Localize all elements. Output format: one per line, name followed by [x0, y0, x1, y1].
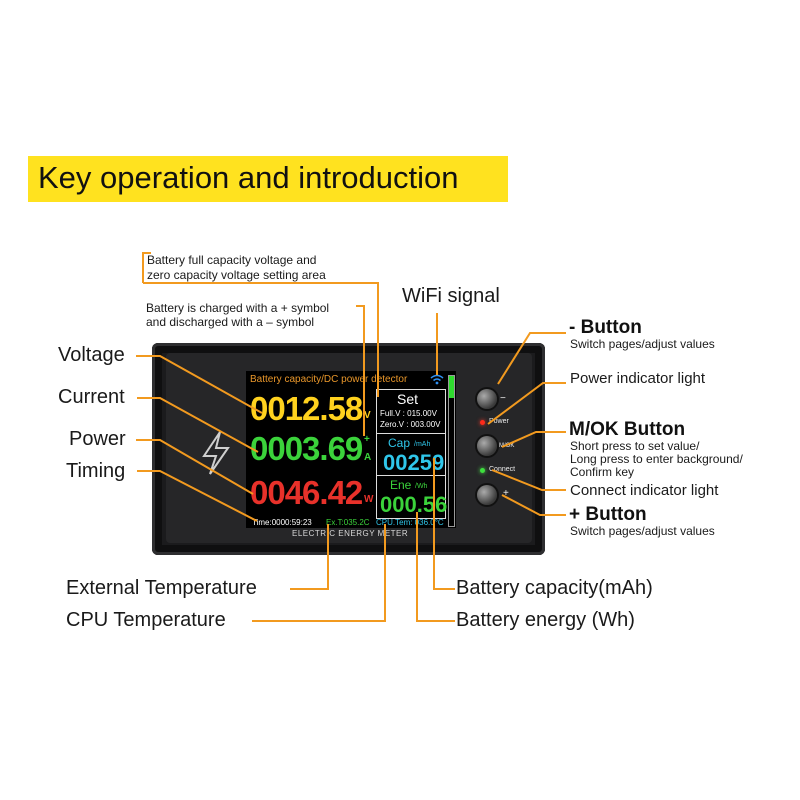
label-power: Power [69, 428, 126, 450]
label-mok-desc-2: Long press to enter background/ [570, 452, 743, 466]
zero-voltage: Zero.V : 003.00V [380, 420, 441, 429]
current-sign: + [364, 434, 370, 445]
voltage-unit: V [364, 410, 371, 421]
power-text: Power [489, 418, 509, 425]
current-unit: A [364, 452, 372, 463]
label-setting-area-1: Battery full capacity voltage and [147, 253, 317, 267]
label-charge-symbol-2: and discharged with a – symbol [146, 315, 315, 329]
label-plus-button: + Button [569, 504, 647, 525]
signal-bar [448, 375, 455, 527]
ext-temp-readout: Ex.T:035.2C [326, 518, 370, 527]
screen-title: Battery capacity/DC power detector [250, 374, 408, 385]
connect-led [480, 468, 485, 473]
title-banner: Key operation and introduction [28, 156, 508, 202]
page-title: Key operation and introduction [38, 160, 459, 195]
label-battery-capacity: Battery capacity(mAh) [456, 577, 653, 599]
timer-readout: Time:0000:59:23 [252, 518, 312, 527]
label-battery-energy: Battery energy (Wh) [456, 609, 635, 631]
voltage-value: 0012.58 [250, 390, 363, 427]
meter-name: ELECTRIC ENERGY METER [292, 529, 409, 538]
label-minus-desc: Switch pages/adjust values [570, 337, 715, 351]
label-external-temperature: External Temperature [66, 577, 257, 599]
energy-unit: /Wh [415, 483, 428, 490]
full-voltage: Full.V : 015.00V [380, 409, 437, 418]
label-current: Current [58, 386, 125, 408]
minus-glyph: − [500, 393, 506, 404]
mok-button[interactable] [477, 436, 497, 456]
label-power-light: Power indicator light [570, 370, 706, 387]
power-unit: W [364, 494, 374, 505]
label-timing: Timing [66, 460, 126, 482]
label-connect-light: Connect indicator light [570, 482, 719, 499]
cpu-temp-readout: CPU.Tem: 036.0°C [376, 518, 444, 527]
plus-glyph: + [503, 488, 509, 499]
minus-button[interactable] [477, 389, 497, 409]
label-mok-desc-3: Confirm key [570, 465, 635, 479]
power-led [480, 420, 485, 425]
wifi-icon [430, 374, 444, 385]
label-setting-area-2: zero capacity voltage setting area [147, 268, 326, 282]
connect-text: Connect [489, 466, 516, 473]
set-title: Set [397, 391, 419, 407]
energy-value: 000.56 [380, 492, 448, 517]
label-voltage: Voltage [58, 344, 125, 366]
capacity-unit: /mAh [414, 441, 431, 448]
label-charge-symbol-1: Battery is charged with a + symbol [146, 301, 330, 315]
current-value: 0003.69 [250, 430, 363, 467]
label-wifi-signal: WiFi signal [402, 285, 500, 307]
label-mok-button: M/OK Button [569, 419, 686, 440]
label-mok-desc-1: Short press to set value/ [570, 439, 700, 453]
lightning-bolt-icon [202, 431, 230, 475]
power-value: 0046.42 [250, 474, 363, 511]
energy-label: Ene [390, 478, 412, 492]
set-panel [376, 389, 446, 435]
label-cpu-temperature: CPU Temperature [66, 609, 226, 631]
label-plus-desc: Switch pages/adjust values [570, 524, 715, 538]
capacity-label: Cap [388, 436, 411, 450]
label-minus-button: - Button [569, 317, 642, 338]
plus-button[interactable] [477, 485, 497, 505]
